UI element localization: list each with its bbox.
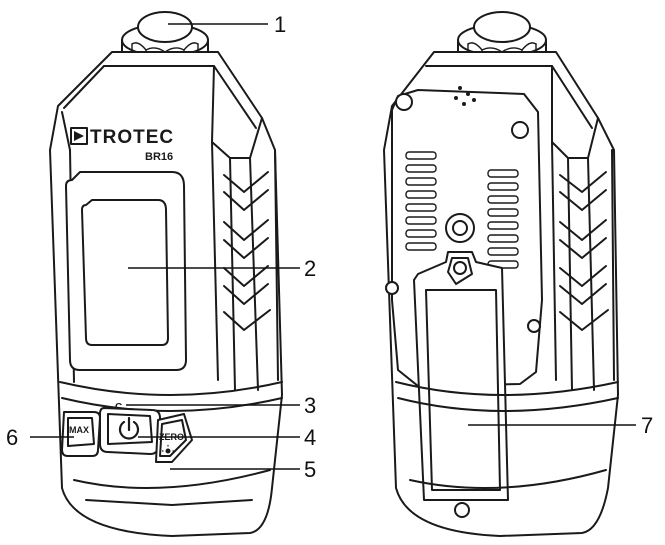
model-label: BR16 [145,151,173,163]
tripod-socket [445,213,475,243]
front-side-grips [223,171,271,331]
callout-2: 2 [128,256,316,281]
power-icon [118,416,140,440]
battery-compartment [413,251,509,501]
callout-number: 1 [274,12,286,37]
brand-label: TROTEC [90,127,174,148]
callout-number: 6 [6,425,18,450]
callout-number: 2 [304,256,316,281]
callout-6: 6 [6,425,74,450]
front-brand: TROTEC BR16 [70,127,174,163]
callout-number: 5 [304,457,316,482]
back-view [383,11,619,537]
power-button[interactable] [99,407,161,455]
front-view: TROTEC BR16 C MAX ZE [49,11,283,537]
callout-3: 3 [126,393,316,418]
led-marker: C [115,402,122,413]
max-button-label: MAX [69,425,89,435]
callout-4: 4 [138,425,316,450]
max-button[interactable]: MAX [61,411,101,457]
light-icon [162,445,174,457]
callout-number: 4 [304,425,316,450]
callout-1: 1 [168,12,286,37]
callout-number: 3 [304,393,316,418]
vent-slots-right [487,169,519,269]
speaker-holes [454,86,476,106]
callout-number: 7 [641,413,653,438]
vent-slots-left [405,151,437,251]
back-side-grips [559,171,609,331]
callout-5: 5 [170,457,316,482]
callout-7: 7 [468,413,653,438]
display [65,171,187,371]
